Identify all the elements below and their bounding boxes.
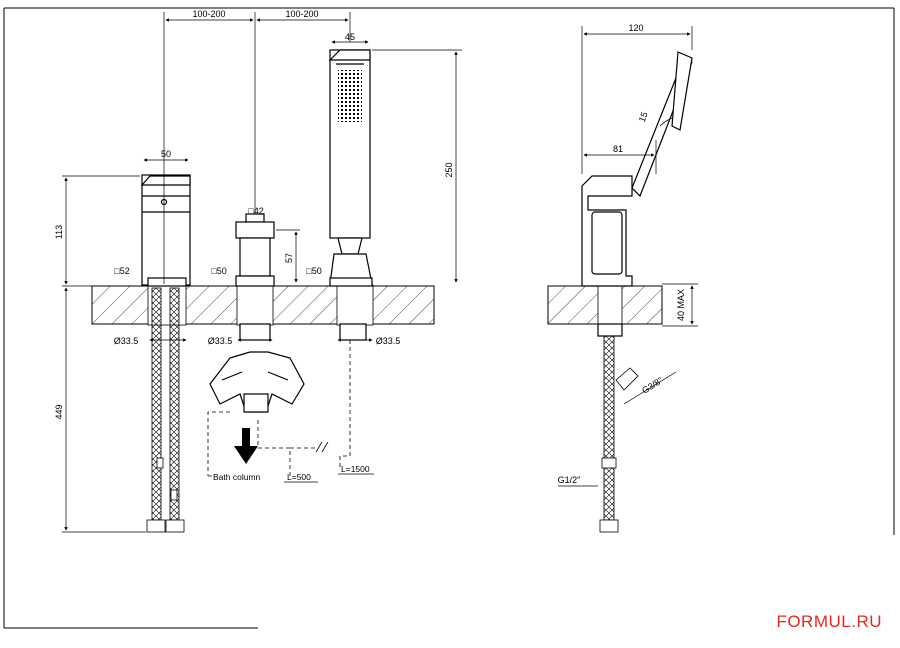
handshower: [328, 49, 373, 341]
dim-spout-depth: 81: [613, 144, 623, 154]
dim-spacing-left: 100-200: [192, 9, 225, 19]
dim-angle: 15: [637, 111, 650, 124]
dim-thread-outlet: G3/8": [640, 375, 665, 396]
dim-deck-max: 40 MAX: [676, 289, 686, 321]
dim-hole-left: Ø33.5: [114, 336, 139, 346]
dim-hole-right: Ø33.5: [376, 336, 401, 346]
dim-diverter-height: 57: [284, 253, 294, 263]
dim-hole-mid: Ø33.5: [208, 336, 233, 346]
break-mark: [315, 441, 329, 453]
side-deck-section: [547, 284, 663, 326]
dim-total-depth: 120: [628, 23, 643, 33]
label-hose-short: L=500: [287, 472, 311, 482]
dim-handshower-width: 45: [345, 32, 355, 42]
dim-diverter-size: □42: [248, 206, 263, 216]
label-hose-long: L=1500: [341, 464, 370, 474]
mixer-body: [140, 174, 191, 287]
dim-spacing-right: 100-200: [285, 9, 318, 19]
hose-routing: [207, 340, 351, 478]
flow-arrow: [234, 428, 258, 464]
dim-handshower-height: 250: [444, 162, 454, 177]
dim-base-mid: □50: [211, 266, 226, 276]
dimension-lines: [62, 12, 462, 533]
dim-base-right: □50: [306, 266, 321, 276]
brand-watermark: FORMUL.RU: [776, 612, 882, 631]
dim-thread-inlet: G1/2": [558, 475, 581, 485]
diverter-body: [209, 213, 305, 413]
side-hoses: [599, 335, 639, 533]
side-dimension-lines: [558, 26, 698, 487]
dim-base-left: □52: [114, 266, 129, 276]
dim-mixer-height: 113: [54, 225, 64, 239]
front-view: 100-200 100-200 45 250 50 113 □42 57 □52…: [54, 9, 462, 533]
dim-mixer-top-width: 50: [161, 149, 171, 159]
deck-section: [91, 284, 435, 326]
label-bath-column: Bath column: [213, 472, 261, 482]
side-view: 120 81 15 40 MAX G3/8" G1/2": [547, 23, 698, 533]
hoses: [146, 287, 185, 533]
dim-hose-length: 449: [54, 404, 64, 419]
side-mixer-body: [581, 51, 693, 337]
drawing-frame: [3, 7, 895, 629]
